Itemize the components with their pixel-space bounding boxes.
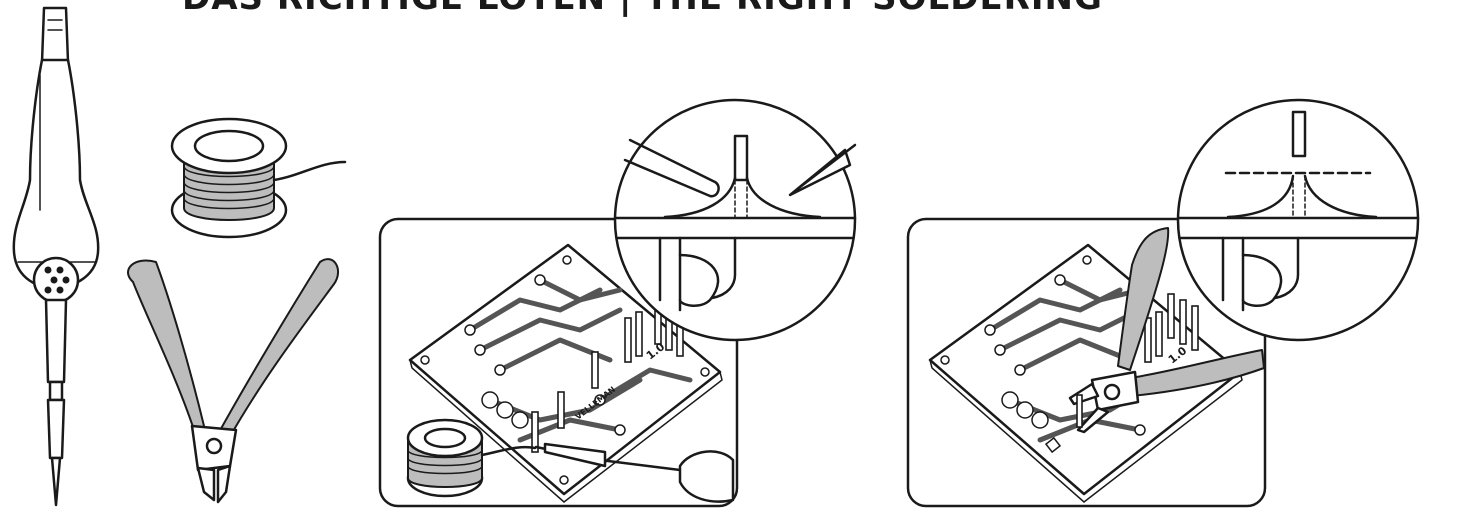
side-cutter-icon — [127, 258, 339, 504]
soldering-iron-icon — [12, 6, 100, 507]
pcb-cutting-icon: 1.0 — [906, 98, 1420, 508]
page-title: DAS RICHTIGE LÖTEN | THE RIGHT SOLDERING — [182, 0, 1103, 18]
solder-spool-icon — [170, 117, 347, 239]
pcb-soldering-icon: 1.0 VELLEMAN — [378, 98, 857, 508]
